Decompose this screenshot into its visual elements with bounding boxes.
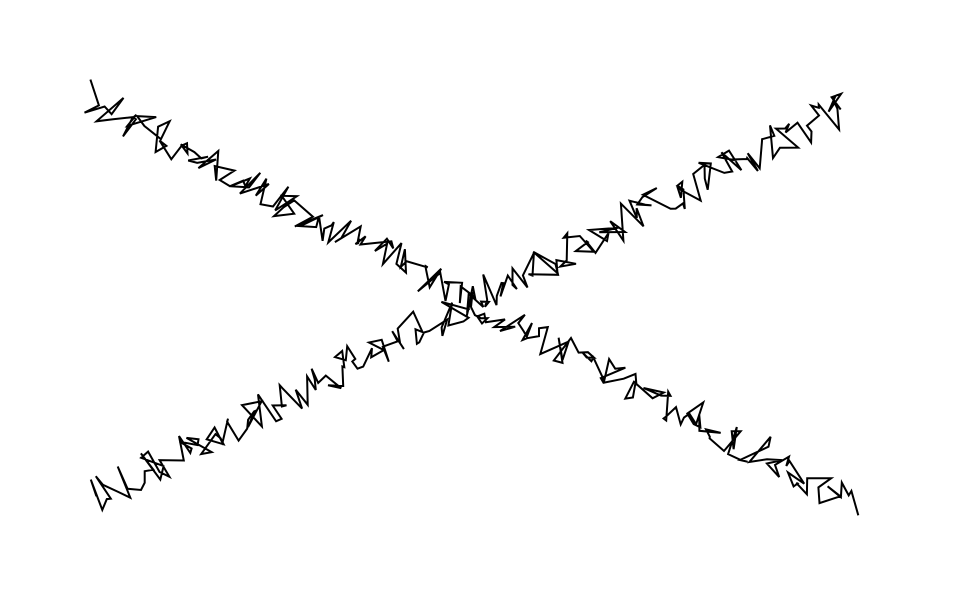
scribble-strokes xyxy=(84,79,860,516)
scribble-stroke-diagonal-bottom-left-to-top-right xyxy=(89,91,844,513)
scribble-stroke-diagonal-top-left-to-bottom-right xyxy=(84,79,860,516)
